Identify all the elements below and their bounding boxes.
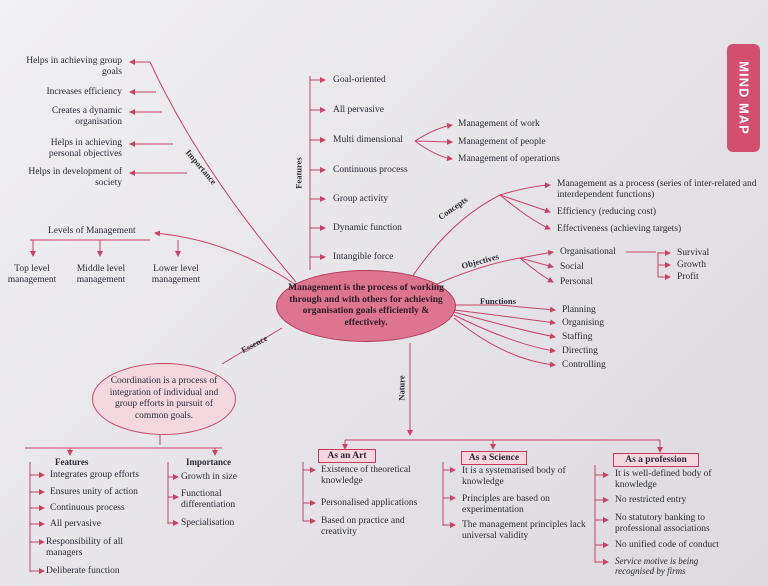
org-objective-item: Profit <box>677 272 699 282</box>
org-objective-item: Survival <box>677 248 710 258</box>
function-item: Directing <box>562 346 598 356</box>
feature-item: Group activity <box>333 194 389 204</box>
function-item: Controlling <box>562 360 606 370</box>
center-node: Management is the process of working thr… <box>276 270 456 342</box>
art-title: As an Art <box>318 449 376 463</box>
mind-map-tab: MIND MAP <box>727 44 760 152</box>
science-title: As a Science <box>461 451 527 465</box>
science-item: The management principles lack universal… <box>462 520 586 541</box>
art-item: Existence of theoretical knowledge <box>321 465 411 486</box>
center-text: Management is the process of working thr… <box>288 283 444 328</box>
coordination-feature-item: Deliberate function <box>46 566 120 576</box>
importance-item: Increases efficiency <box>46 87 122 97</box>
level-item: Middle level management <box>76 264 126 285</box>
function-item: Staffing <box>562 332 593 342</box>
objective-item: Organisational <box>560 247 616 257</box>
coordination-text: Coordination is a process of integration… <box>109 376 219 421</box>
profession-item: No restricted entry <box>615 495 687 505</box>
profession-item: Service motive is being recognised by fi… <box>615 556 699 576</box>
importance-item: Helps in achieving personal objectives <box>48 138 122 159</box>
profession-title: As a profession <box>613 453 699 467</box>
importance-item: Helps in development of society <box>28 167 122 188</box>
level-item: Top level management <box>7 264 57 285</box>
feature-item: Intangible force <box>333 252 394 262</box>
feature-item: Continuous process <box>333 165 408 175</box>
feature-item: Goal-oriented <box>333 75 386 85</box>
art-item: Personalised applications <box>321 498 418 508</box>
nature-branch-label: Nature <box>396 375 407 401</box>
multi-dimensional-item: Management of work <box>458 119 540 129</box>
coordination-importance-item: Specialisation <box>181 518 235 528</box>
levels-title: Levels of Management <box>48 226 136 236</box>
features-branch-label: Features <box>293 157 304 189</box>
profession-item: No statutory banking to professional ass… <box>615 513 710 534</box>
function-item: Organising <box>562 318 605 328</box>
coordination-features-title: Features <box>55 457 89 467</box>
level-item: Lower level management <box>151 264 201 285</box>
coordination-feature-item: Continuous process <box>50 503 125 513</box>
objective-item: Personal <box>560 277 593 287</box>
feature-item: Multi dimensional <box>333 135 403 145</box>
concept-item: Effectiveness (achieving targets) <box>557 224 682 234</box>
coordination-importance-item: Functional differentiation <box>181 489 236 510</box>
coordination-importance-title: Importance <box>186 457 231 467</box>
profession-item: No unified code of conduct <box>615 540 719 550</box>
coordination-feature-item: Ensures unity of action <box>50 487 138 497</box>
importance-item: Creates a dynamic organisation <box>51 106 122 127</box>
concept-item: Efficiency (reducing cost) <box>557 207 657 217</box>
science-item: Principles are based on experimentation <box>462 494 550 515</box>
coordination-importance-item: Growth in size <box>181 472 237 482</box>
coordination-node: Coordination is a process of integration… <box>92 363 236 435</box>
art-item: Based on practice and creativity <box>321 516 405 537</box>
importance-item: Helps in achieving group goals <box>26 56 122 77</box>
mind-map-title: MIND MAP <box>736 61 751 135</box>
profession-item: It is well-defined body of knowledge <box>615 469 712 490</box>
multi-dimensional-item: Management of operations <box>458 154 560 164</box>
science-item: It is a systematised body of knowledge <box>462 466 566 487</box>
coordination-feature-item: Responsibility of all managers <box>46 537 124 558</box>
feature-item: Dynamic function <box>333 223 402 233</box>
concept-item: Management as a process (series of inter… <box>557 179 757 200</box>
multi-dimensional-item: Management of people <box>458 137 546 147</box>
function-item: Planning <box>562 305 596 315</box>
objective-item: Social <box>560 262 584 272</box>
coordination-feature-item: Integrates group efforts <box>50 470 139 480</box>
coordination-feature-item: All pervasive <box>50 519 101 529</box>
functions-branch-label: Functions <box>480 296 516 306</box>
org-objective-item: Growth <box>677 260 707 270</box>
feature-item: All pervasive <box>333 105 384 115</box>
